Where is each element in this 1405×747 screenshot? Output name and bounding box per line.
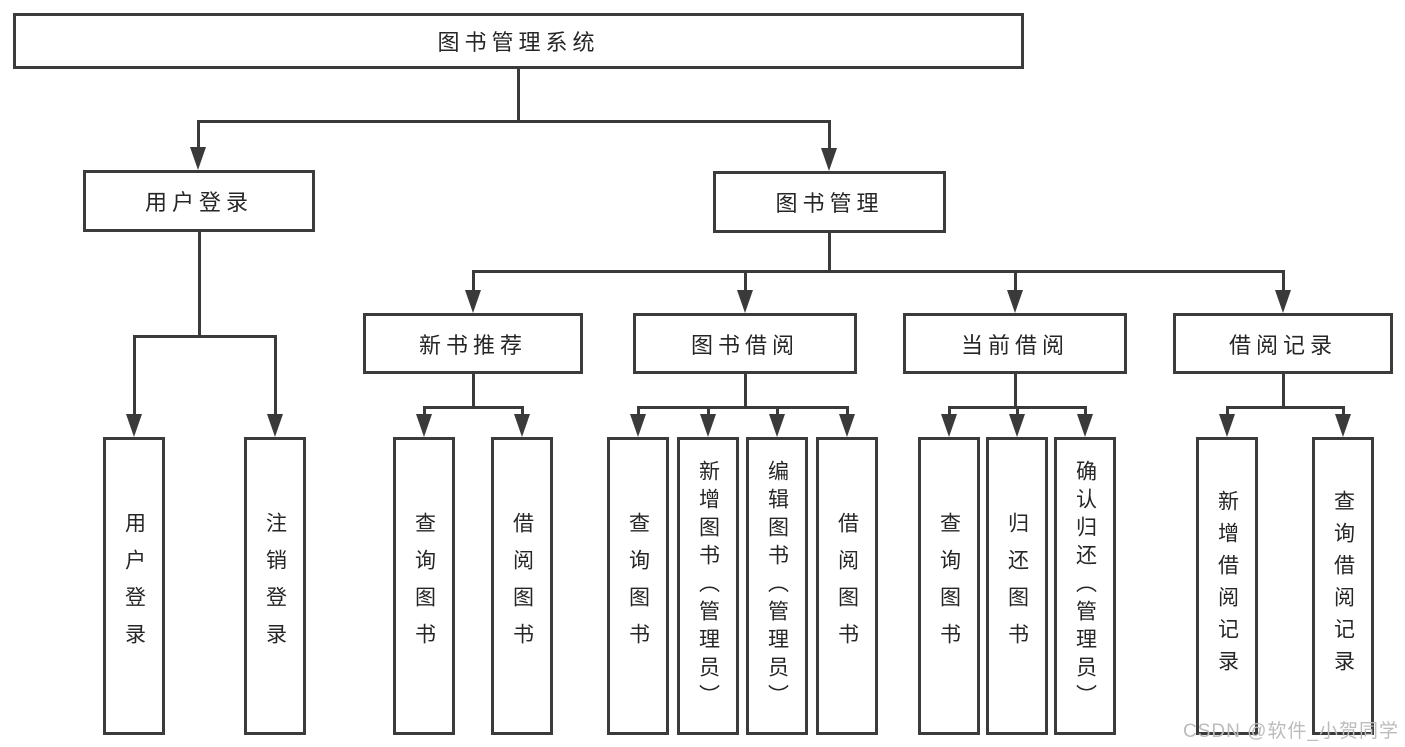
connector-segment bbox=[422, 405, 524, 409]
connector-segment bbox=[1225, 407, 1229, 414]
connector-segment bbox=[132, 336, 136, 414]
leaf-query-books-newbook-label: 查询图书 bbox=[412, 512, 436, 660]
connector-segment bbox=[197, 232, 201, 336]
connector-segment bbox=[471, 374, 475, 407]
leaf-confirm-return-admin-label: 确认归还（管理员） bbox=[1073, 460, 1097, 712]
connector-segment bbox=[471, 271, 475, 290]
connector-segment bbox=[1225, 405, 1345, 409]
node-new-book-recommend: 新书推荐 bbox=[363, 313, 583, 374]
connector-segment bbox=[706, 407, 710, 414]
arrow-down-icon bbox=[1275, 290, 1291, 313]
connector-segment bbox=[1015, 407, 1019, 414]
node-book-borrow-label: 图书借阅 bbox=[690, 332, 799, 358]
leaf-add-borrow-record-label: 新增借阅记录 bbox=[1215, 490, 1239, 682]
connector-segment bbox=[273, 336, 277, 414]
connector-segment bbox=[520, 407, 524, 414]
arrow-down-icon bbox=[769, 414, 785, 437]
arrow-down-icon bbox=[839, 414, 855, 437]
connector-segment bbox=[471, 269, 1285, 273]
connector-segment bbox=[743, 374, 747, 407]
leaf-user-login-label: 用户登录 bbox=[122, 512, 146, 660]
connector-segment bbox=[1281, 374, 1285, 407]
csdn-watermark: CSDN @软件_小贺同学 bbox=[1183, 721, 1399, 742]
leaf-return-book: 归还图书 bbox=[986, 437, 1048, 735]
connector-segment bbox=[196, 121, 200, 147]
arrow-down-icon bbox=[821, 148, 837, 171]
arrow-down-icon bbox=[416, 414, 432, 437]
leaf-add-borrow-record: 新增借阅记录 bbox=[1196, 437, 1258, 735]
leaf-edit-book-admin: 编辑图书（管理员） bbox=[746, 437, 808, 735]
leaf-borrow-books-newbook: 借阅图书 bbox=[491, 437, 553, 735]
node-root: 图书管理系统 bbox=[13, 13, 1024, 69]
node-user-login-label: 用户登录 bbox=[144, 190, 253, 215]
node-book-management: 图书管理 bbox=[713, 171, 946, 233]
leaf-add-book-admin: 新增图书（管理员） bbox=[677, 437, 739, 735]
arrow-down-icon bbox=[737, 290, 753, 313]
leaf-borrow-books-label: 借阅图书 bbox=[835, 512, 859, 660]
connector-segment bbox=[845, 407, 849, 414]
leaf-query-books-borrow-label: 查询图书 bbox=[626, 512, 650, 660]
arrow-down-icon bbox=[514, 414, 530, 437]
leaf-query-books-current: 查询图书 bbox=[918, 437, 980, 735]
connector-segment bbox=[827, 233, 831, 271]
leaf-add-book-admin-label: 新增图书（管理员） bbox=[696, 460, 720, 712]
connector-segment bbox=[1281, 271, 1285, 290]
connector-segment bbox=[775, 407, 779, 414]
connector-segment bbox=[1013, 271, 1017, 290]
connector-segment bbox=[636, 407, 640, 414]
arrow-down-icon bbox=[1007, 290, 1023, 313]
connector-segment bbox=[947, 407, 951, 414]
arrow-down-icon bbox=[630, 414, 646, 437]
arrow-down-icon bbox=[465, 290, 481, 313]
connector-segment bbox=[132, 334, 277, 338]
arrow-down-icon bbox=[1219, 414, 1235, 437]
leaf-borrow-books: 借阅图书 bbox=[816, 437, 878, 735]
node-book-borrow: 图书借阅 bbox=[633, 313, 857, 374]
node-book-management-label: 图书管理 bbox=[775, 191, 884, 216]
arrow-down-icon bbox=[1077, 414, 1093, 437]
node-borrow-records-label: 借阅记录 bbox=[1228, 332, 1337, 358]
arrow-down-icon bbox=[267, 414, 283, 437]
connector-segment bbox=[1083, 407, 1087, 414]
leaf-query-books-borrow: 查询图书 bbox=[607, 437, 669, 735]
connector-segment bbox=[743, 271, 747, 290]
node-current-borrow: 当前借阅 bbox=[903, 313, 1127, 374]
connector-segment bbox=[196, 119, 831, 123]
connector-segment bbox=[1341, 407, 1345, 414]
connector-segment bbox=[636, 405, 849, 409]
leaf-return-book-label: 归还图书 bbox=[1005, 512, 1029, 660]
leaf-logout: 注销登录 bbox=[244, 437, 306, 735]
leaf-borrow-books-newbook-label: 借阅图书 bbox=[510, 512, 534, 660]
leaf-user-login: 用户登录 bbox=[103, 437, 165, 735]
arrow-down-icon bbox=[941, 414, 957, 437]
leaf-query-books-newbook: 查询图书 bbox=[393, 437, 455, 735]
node-borrow-records: 借阅记录 bbox=[1173, 313, 1393, 374]
connector-segment bbox=[1013, 374, 1017, 407]
node-current-borrow-label: 当前借阅 bbox=[960, 332, 1069, 358]
connector-segment bbox=[516, 69, 520, 121]
leaf-query-borrow-record: 查询借阅记录 bbox=[1312, 437, 1374, 735]
leaf-query-books-current-label: 查询图书 bbox=[937, 512, 961, 660]
leaf-edit-book-admin-label: 编辑图书（管理员） bbox=[765, 460, 789, 712]
arrow-down-icon bbox=[700, 414, 716, 437]
arrow-down-icon bbox=[1009, 414, 1025, 437]
arrow-down-icon bbox=[1335, 414, 1351, 437]
arrow-down-icon bbox=[190, 147, 206, 170]
node-new-book-recommend-label: 新书推荐 bbox=[418, 332, 527, 358]
connector-segment bbox=[422, 407, 426, 414]
connector-segment bbox=[827, 121, 831, 148]
leaf-confirm-return-admin: 确认归还（管理员） bbox=[1054, 437, 1116, 735]
leaf-query-borrow-record-label: 查询借阅记录 bbox=[1331, 490, 1355, 682]
node-root-label: 图书管理系统 bbox=[437, 30, 600, 55]
leaf-logout-label: 注销登录 bbox=[263, 512, 287, 660]
arrow-down-icon bbox=[126, 414, 142, 437]
node-user-login: 用户登录 bbox=[83, 170, 315, 232]
